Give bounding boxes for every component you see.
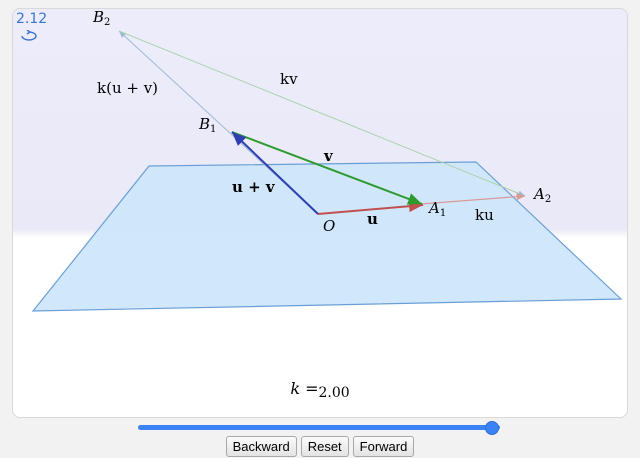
plane xyxy=(31,161,623,312)
vector-u xyxy=(317,200,424,215)
version-label: 2.12 xyxy=(16,11,48,27)
forward-button[interactable]: Forward xyxy=(352,436,415,457)
vector-v xyxy=(231,131,423,205)
reset-button[interactable]: Reset xyxy=(300,436,349,457)
k-symbol: k xyxy=(290,379,301,398)
backward-button[interactable]: Backward xyxy=(225,436,297,457)
vector-label-u: u xyxy=(367,210,378,228)
rotate-icon[interactable] xyxy=(19,30,39,42)
k-slider-thumb[interactable] xyxy=(484,421,499,435)
k-value: 2.00 xyxy=(318,385,350,401)
k-equals: = xyxy=(305,379,319,398)
point-label-b1: B1 xyxy=(198,115,216,135)
vector-label-v: v xyxy=(323,147,334,165)
point-label-a2: A2 xyxy=(532,185,551,205)
vector-label-u-plus-v: u + v xyxy=(232,178,276,196)
diagram-canvas[interactable]: 2.12 O xyxy=(12,8,628,418)
vector-label-k-u-plus-v: k(u + v) xyxy=(97,79,158,97)
vector-label-kv: kv xyxy=(280,70,298,88)
vector-label-ku: ku xyxy=(475,206,494,224)
controls: Backward Reset Forward xyxy=(0,436,640,457)
k-slider[interactable] xyxy=(138,421,500,435)
point-label-b2: B2 xyxy=(92,9,110,28)
point-label-a1: A1 xyxy=(427,199,446,219)
point-label-o: O xyxy=(323,217,335,235)
k-slider-track[interactable] xyxy=(138,425,500,430)
vector-u-plus-v xyxy=(231,131,319,215)
pager-dots xyxy=(13,407,627,417)
vector-kv xyxy=(118,30,526,197)
k-readout: k =2.00 xyxy=(13,379,627,401)
vector-scene: O A1 A2 B1 B2 u v u + v ku kv k(u + v) xyxy=(31,9,623,312)
vector-ku xyxy=(420,193,526,205)
